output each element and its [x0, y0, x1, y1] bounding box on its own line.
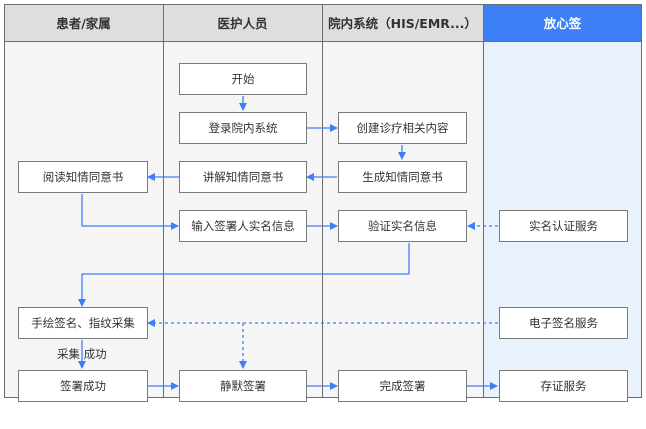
node-start: 开始: [179, 63, 307, 95]
node-input-signer: 输入签署人实名信息: [179, 210, 307, 242]
node-handwrite-signature: 手绘签名、指纹采集: [18, 307, 148, 339]
node-evidence-service: 存证服务: [499, 370, 628, 402]
node-verify-identity: 验证实名信息: [338, 210, 467, 242]
lane-header-medical: 医护人员: [163, 4, 322, 41]
node-explain-consent: 讲解知情同意书: [179, 161, 307, 193]
node-silent-sign: 静默签署: [179, 370, 307, 402]
edge-verify-handwrite: [78, 243, 410, 307]
lane-borders: [4, 4, 642, 398]
node-sign-success: 签署成功: [18, 370, 148, 402]
lane-header-patient: 患者/家属: [4, 4, 163, 41]
node-login: 登录院内系统: [179, 112, 307, 144]
node-generate-consent: 生成知情同意书: [338, 161, 467, 193]
edge-label-collect-success: 采集 成功: [57, 347, 107, 361]
edge-read-input: [81, 194, 179, 230]
lane-header-hospital: 院内系统（HIS/EMR...）: [322, 4, 483, 41]
lane-header-fangxin: 放心签: [483, 4, 642, 41]
lane-hospital-bg: [322, 4, 483, 398]
node-read-consent: 阅读知情同意书: [18, 161, 148, 193]
node-create-content: 创建诊疗相关内容: [338, 112, 467, 144]
node-esign-service: 电子签名服务: [499, 307, 628, 339]
node-complete-sign: 完成签署: [338, 370, 467, 402]
node-realname-service: 实名认证服务: [499, 210, 628, 242]
